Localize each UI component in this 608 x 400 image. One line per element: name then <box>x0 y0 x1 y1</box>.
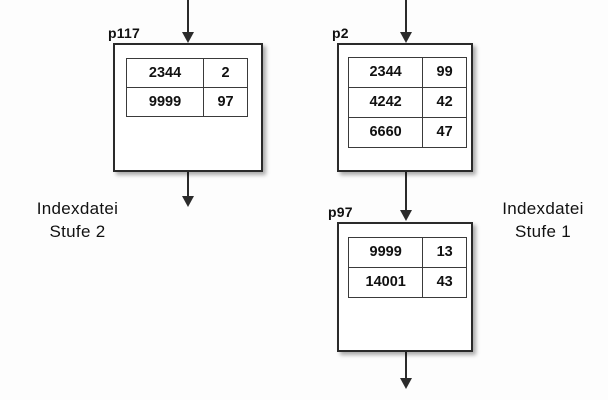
entry-key: 9999 <box>347 237 424 268</box>
left-caption: Indexdatei Stufe 2 <box>0 198 155 244</box>
node-label-p2: p2 <box>332 25 349 41</box>
entry-key: 9999 <box>125 87 205 117</box>
table-row: 9999 97 <box>125 87 248 117</box>
left-caption-line-1: Indexdatei <box>36 199 119 218</box>
entry-table-p97: 9999 13 14001 43 <box>347 237 467 298</box>
right-caption: Indexdatei Stufe 1 <box>478 198 608 244</box>
table-row: 2344 2 <box>125 58 248 88</box>
node-label-p117: p117 <box>108 25 140 41</box>
entry-pointer: 97 <box>203 87 248 117</box>
entry-table-p2: 2344 99 4242 42 6660 47 <box>347 57 467 148</box>
entry-pointer: 43 <box>422 267 467 298</box>
entry-table-p117: 2344 2 9999 97 <box>125 58 248 117</box>
entry-key: 2344 <box>347 57 424 88</box>
entry-key: 4242 <box>347 87 424 118</box>
entry-pointer: 13 <box>422 237 467 268</box>
entry-pointer: 2 <box>203 58 248 88</box>
node-label-p97: p97 <box>328 204 353 220</box>
entry-pointer: 99 <box>422 57 467 88</box>
table-row: 2344 99 <box>347 57 467 88</box>
left-caption-line-2: Stufe 2 <box>49 221 106 241</box>
table-row: 4242 42 <box>347 87 467 118</box>
entry-key: 6660 <box>347 117 424 148</box>
table-row: 14001 43 <box>347 267 467 298</box>
entry-pointer: 42 <box>422 87 467 118</box>
entry-key: 2344 <box>125 58 205 88</box>
table-row: 9999 13 <box>347 237 467 268</box>
right-caption-line-1: Indexdatei <box>502 199 584 218</box>
entry-pointer: 47 <box>422 117 467 148</box>
right-caption-line-2: Stufe 1 <box>515 221 571 241</box>
table-row: 6660 47 <box>347 117 467 148</box>
entry-key: 14001 <box>347 267 424 298</box>
